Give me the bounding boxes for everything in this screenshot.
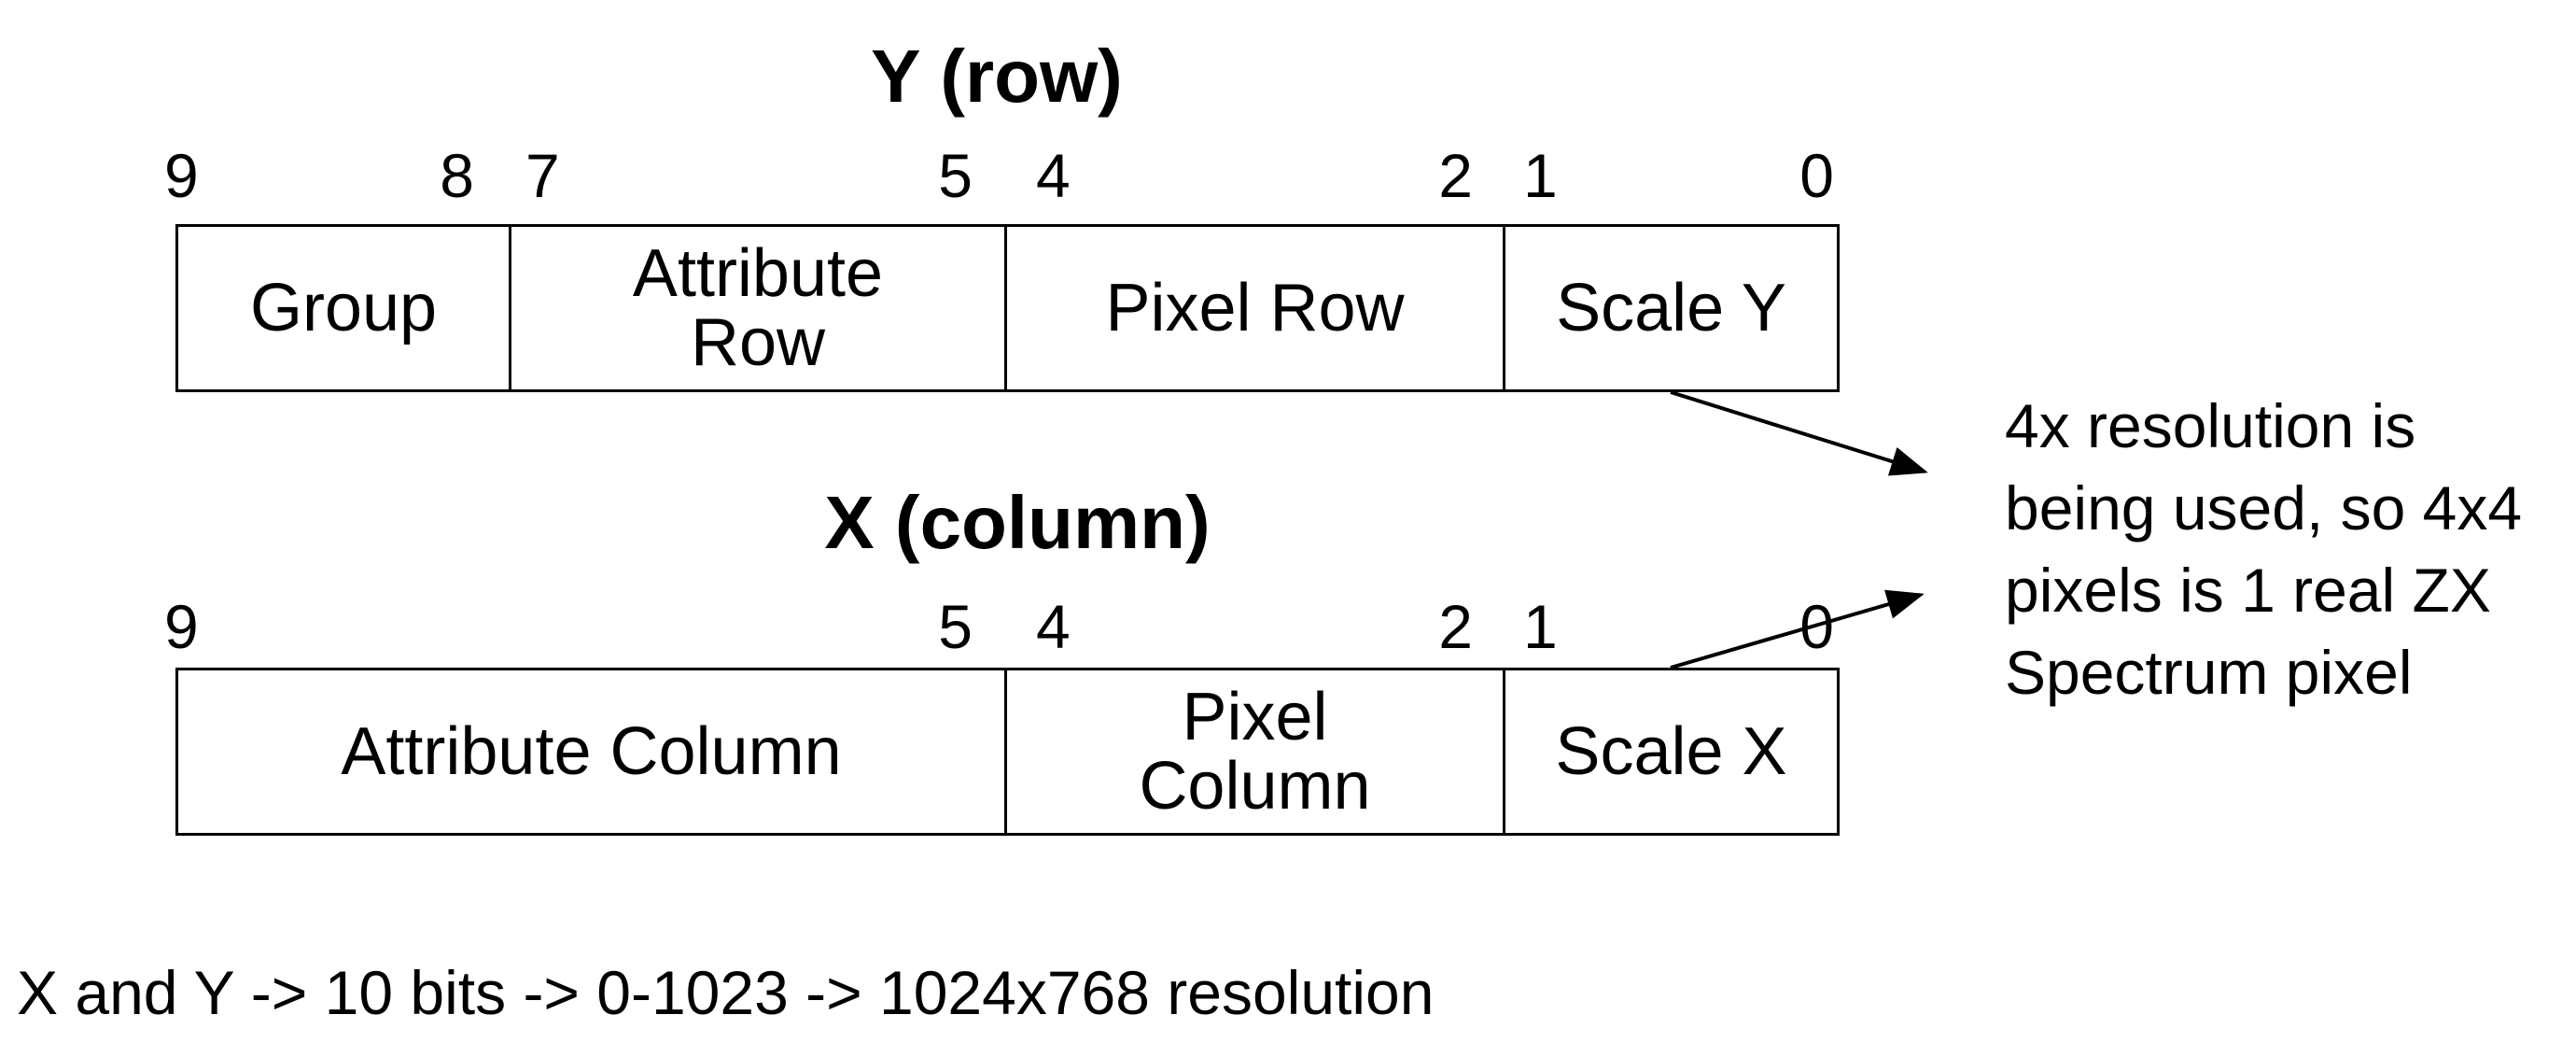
field-scale-x: Scale X (1503, 668, 1840, 836)
field-pixel-column: Pixel Column (1004, 668, 1505, 836)
arrow-scale-y-to-note (1670, 390, 1928, 476)
field-pixel-row: Pixel Row (1004, 224, 1505, 392)
x-bit-9: 9 (164, 592, 199, 661)
y-bit-0: 0 (1799, 141, 1834, 210)
footer-summary: X and Y -> 10 bits -> 0-1023 -> 1024x768… (17, 958, 1435, 1027)
x-bit-5: 5 (938, 592, 973, 661)
y-bit-8: 8 (440, 141, 474, 210)
y-register-title: Y (row) (871, 35, 1123, 118)
field-attribute-row: Attribute Row (509, 224, 1007, 392)
arrow-scale-x-to-note (1670, 589, 1925, 669)
field-group: Group (175, 224, 511, 392)
y-bit-4: 4 (1036, 141, 1071, 210)
x-register-title: X (column) (824, 481, 1211, 564)
field-attribute-column: Attribute Column (175, 668, 1007, 836)
y-bit-5: 5 (938, 141, 973, 210)
x-bit-4: 4 (1036, 592, 1071, 661)
y-bit-2: 2 (1438, 141, 1473, 210)
x-bit-1: 1 (1523, 592, 1558, 661)
x-bit-2: 2 (1438, 592, 1473, 661)
y-bit-9: 9 (164, 141, 199, 210)
y-bit-1: 1 (1523, 141, 1558, 210)
y-bit-7: 7 (525, 141, 560, 210)
resolution-note: 4x resolution is being used, so 4x4 pixe… (2005, 391, 2523, 707)
